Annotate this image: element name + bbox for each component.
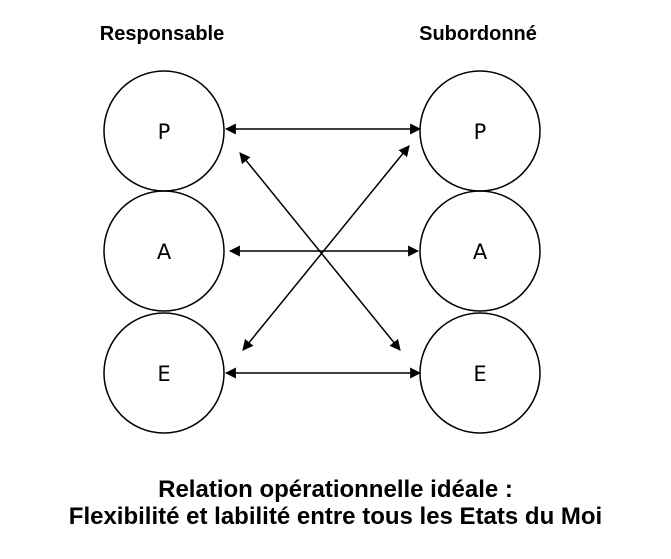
left-column-title: Responsable	[100, 23, 224, 45]
caption-line-2: Flexibilité et labilité entre tous les E…	[68, 503, 603, 530]
right-parent-label: P	[474, 120, 487, 144]
right-column-title: Subordonné	[419, 23, 537, 45]
diagram-caption: Relation opérationnelle idéale : Flexibi…	[0, 476, 671, 530]
left-parent-label: P	[158, 120, 171, 144]
left-child-circle	[103, 312, 225, 434]
right-adult-circle	[419, 190, 541, 312]
caption-line-1: Relation opérationnelle idéale :	[158, 476, 513, 503]
left-child-label: E	[157, 362, 170, 386]
arrow-left-child-right-parent	[242, 145, 410, 351]
left-adult-label: A	[157, 240, 172, 264]
right-child-label: E	[473, 362, 486, 386]
right-adult-label: A	[473, 240, 488, 264]
left-adult-circle	[103, 190, 225, 312]
